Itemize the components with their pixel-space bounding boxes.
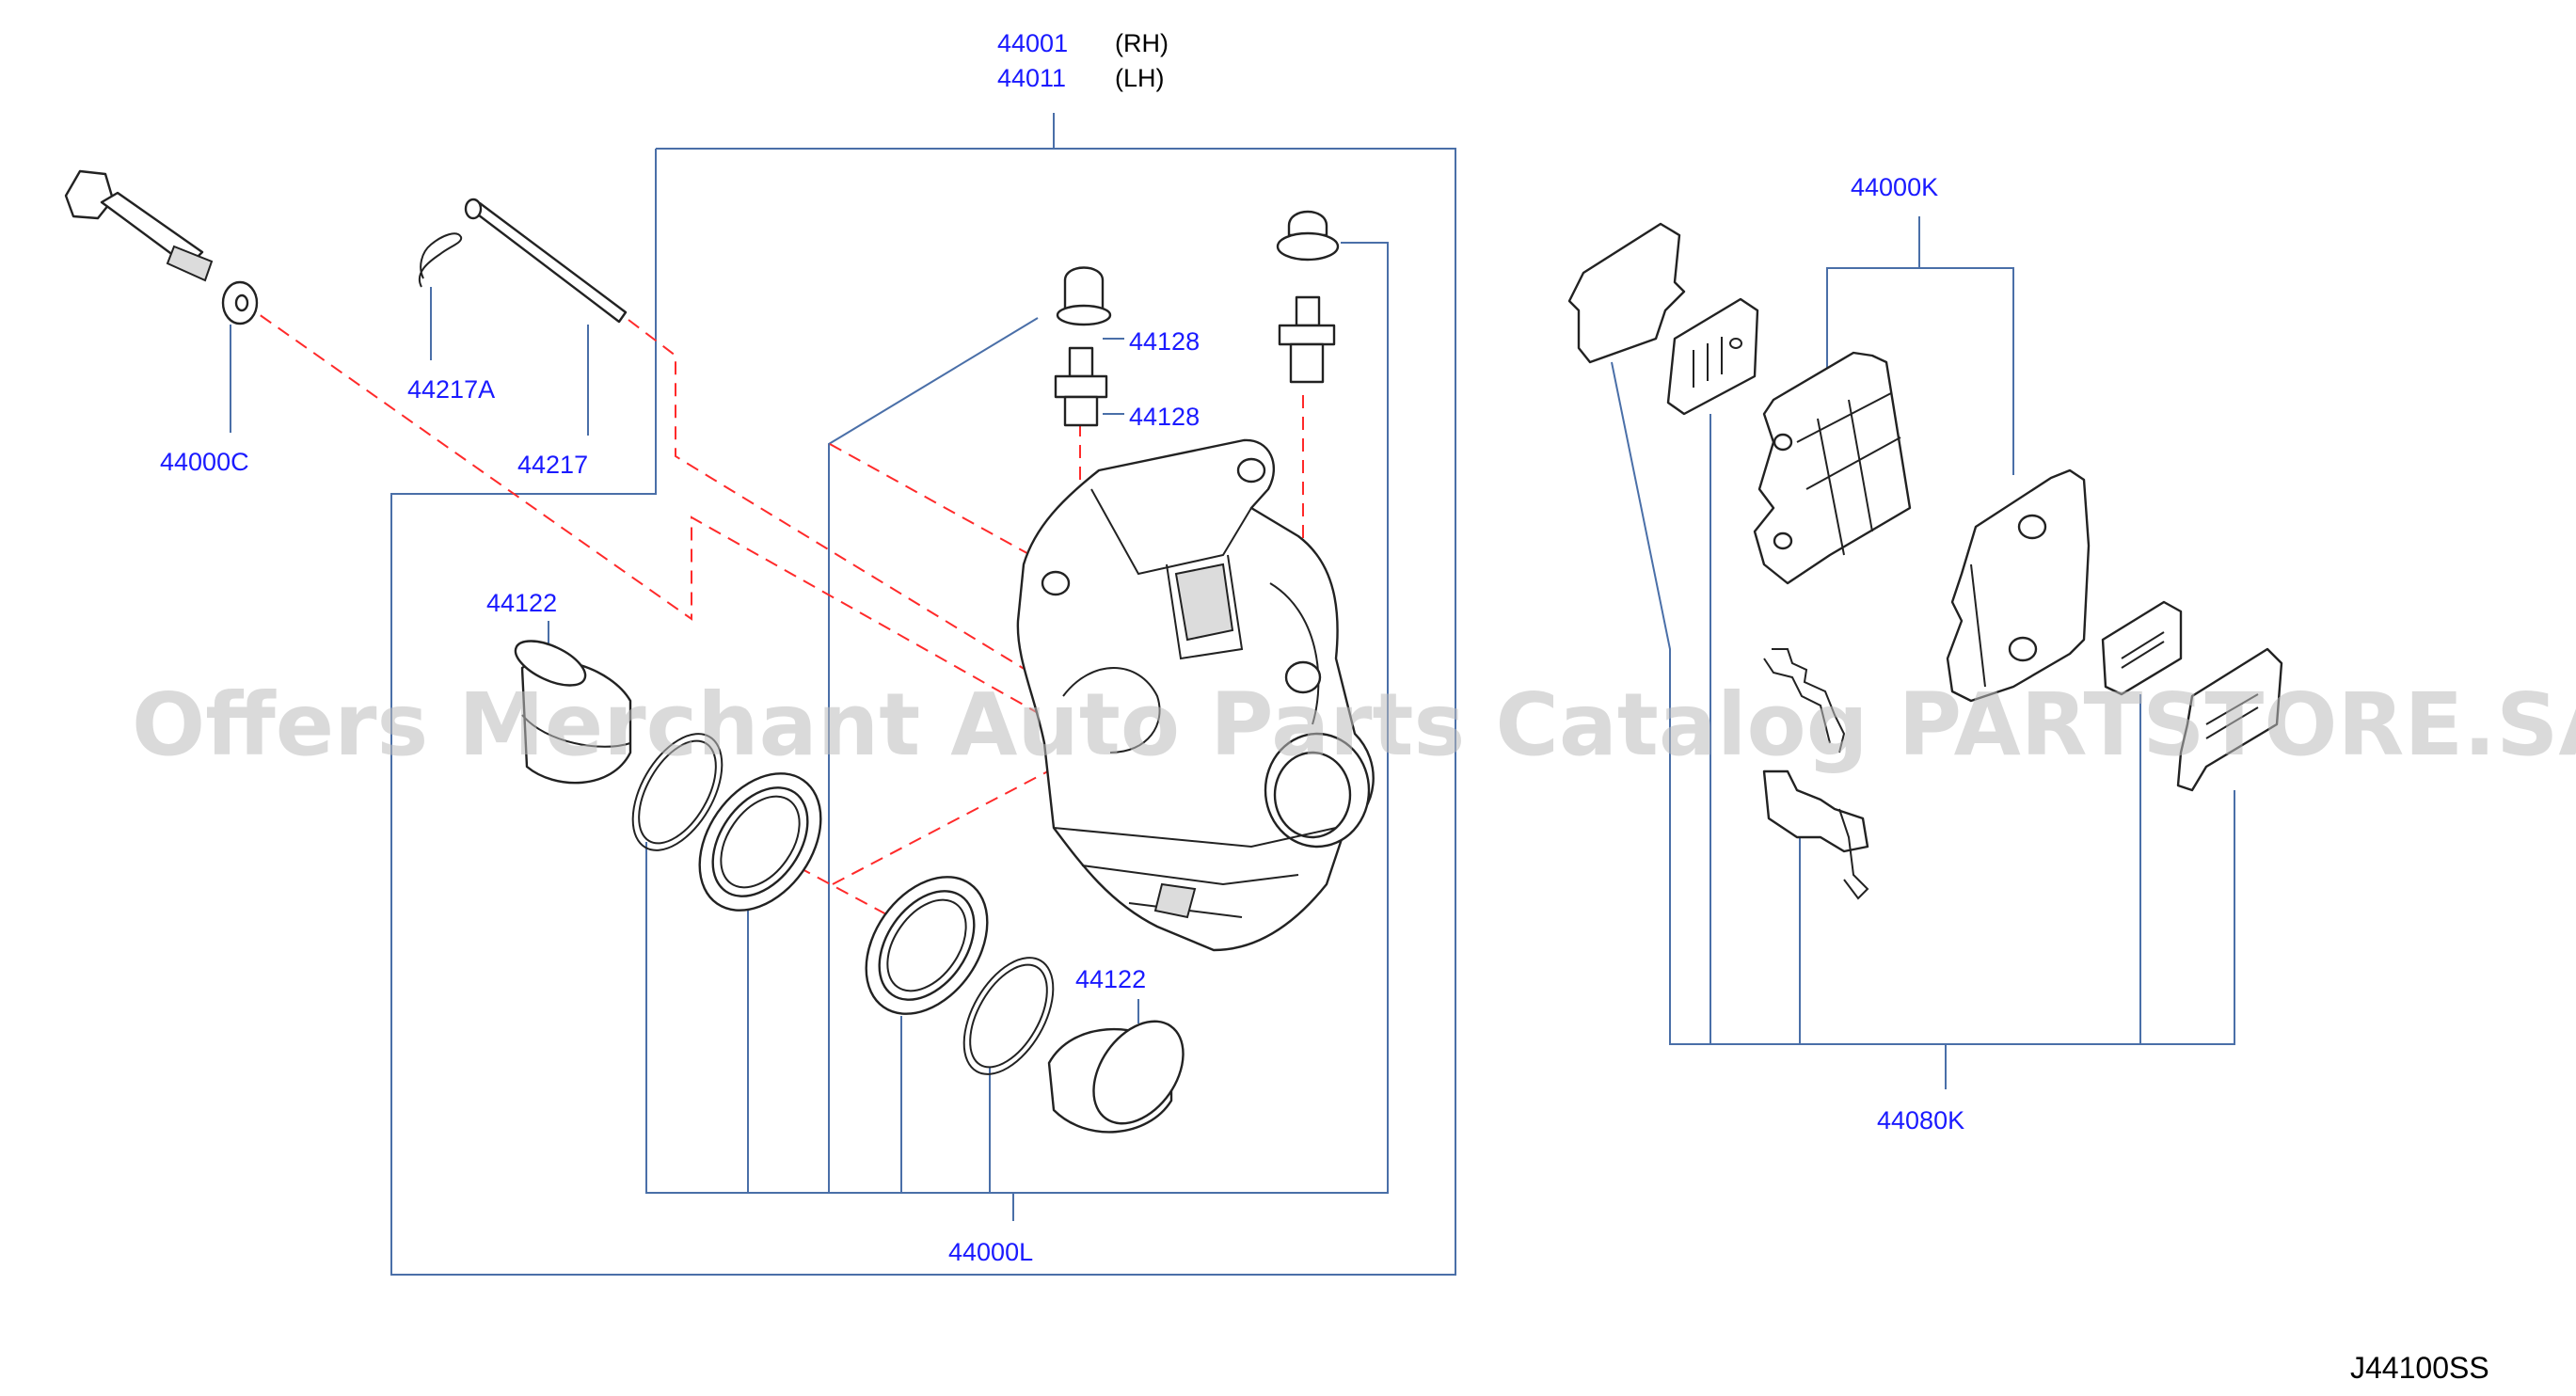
- anti-squeal-shim-1: [1567, 222, 1686, 364]
- piston-seal-lower: [962, 957, 1055, 1075]
- callout-44128-upper[interactable]: 44128: [1129, 327, 1200, 356]
- callout-44000k[interactable]: 44000K: [1851, 173, 1938, 201]
- caliper-bolt: [64, 169, 214, 282]
- caliper-body: [1016, 438, 1375, 952]
- piston-seal-upper: [631, 733, 724, 851]
- callout-rh-side: (RH): [1115, 29, 1169, 57]
- callout-44128-lower[interactable]: 44128: [1129, 403, 1200, 431]
- dust-boot-upper: [698, 772, 822, 912]
- anti-squeal-shim-4: [2176, 647, 2283, 792]
- callout-44122-upper[interactable]: 44122: [486, 589, 557, 617]
- piston-lower-44122: [1047, 1020, 1185, 1134]
- washer-44000c: [221, 280, 259, 325]
- callout-44000l[interactable]: 44000L: [948, 1238, 1033, 1266]
- dust-boot-lower: [865, 876, 989, 1015]
- seal-kit-leader-4: [828, 317, 1039, 1193]
- guide-pin-44217: [464, 198, 628, 324]
- dashed-pin-path: [628, 319, 1036, 676]
- piston-upper-44122: [514, 640, 632, 785]
- callout-44217a[interactable]: 44217A: [407, 375, 495, 404]
- caliper-frame: [390, 148, 1456, 1276]
- callout-44080k[interactable]: 44080K: [1877, 1106, 1964, 1134]
- leader-lines: [230, 113, 2235, 1276]
- hardware-kit-bracket: [1611, 361, 2235, 1045]
- bleeder-cap-left: [1056, 266, 1112, 326]
- callout-44000c[interactable]: 44000C: [160, 448, 249, 476]
- retaining-clip-44217a: [419, 232, 463, 288]
- brake-pad-outer: [1753, 351, 1912, 585]
- bleeder-cap-right: [1276, 210, 1340, 262]
- anti-squeal-shim-3: [2101, 600, 2183, 696]
- callout-44122-lower[interactable]: 44122: [1075, 965, 1146, 993]
- watermark: Offers Merchant Auto Parts Catalog PARTS…: [132, 674, 2576, 775]
- pad-retainer-clips: [1762, 648, 1869, 900]
- callout-44011[interactable]: 44011: [997, 64, 1066, 92]
- callout-44001[interactable]: 44001: [997, 29, 1068, 57]
- diagram-code: J44100SS: [2350, 1351, 2489, 1385]
- anti-squeal-shim-2: [1666, 297, 1759, 416]
- brake-pad-inner: [1946, 468, 2091, 703]
- callout-lh-side: (LH): [1115, 64, 1165, 92]
- seal-kit-bracket: [645, 242, 1389, 1194]
- bleeder-screw-left: [1054, 346, 1108, 427]
- callout-44217[interactable]: 44217: [517, 451, 588, 479]
- bleeder-screw-right: [1278, 295, 1336, 384]
